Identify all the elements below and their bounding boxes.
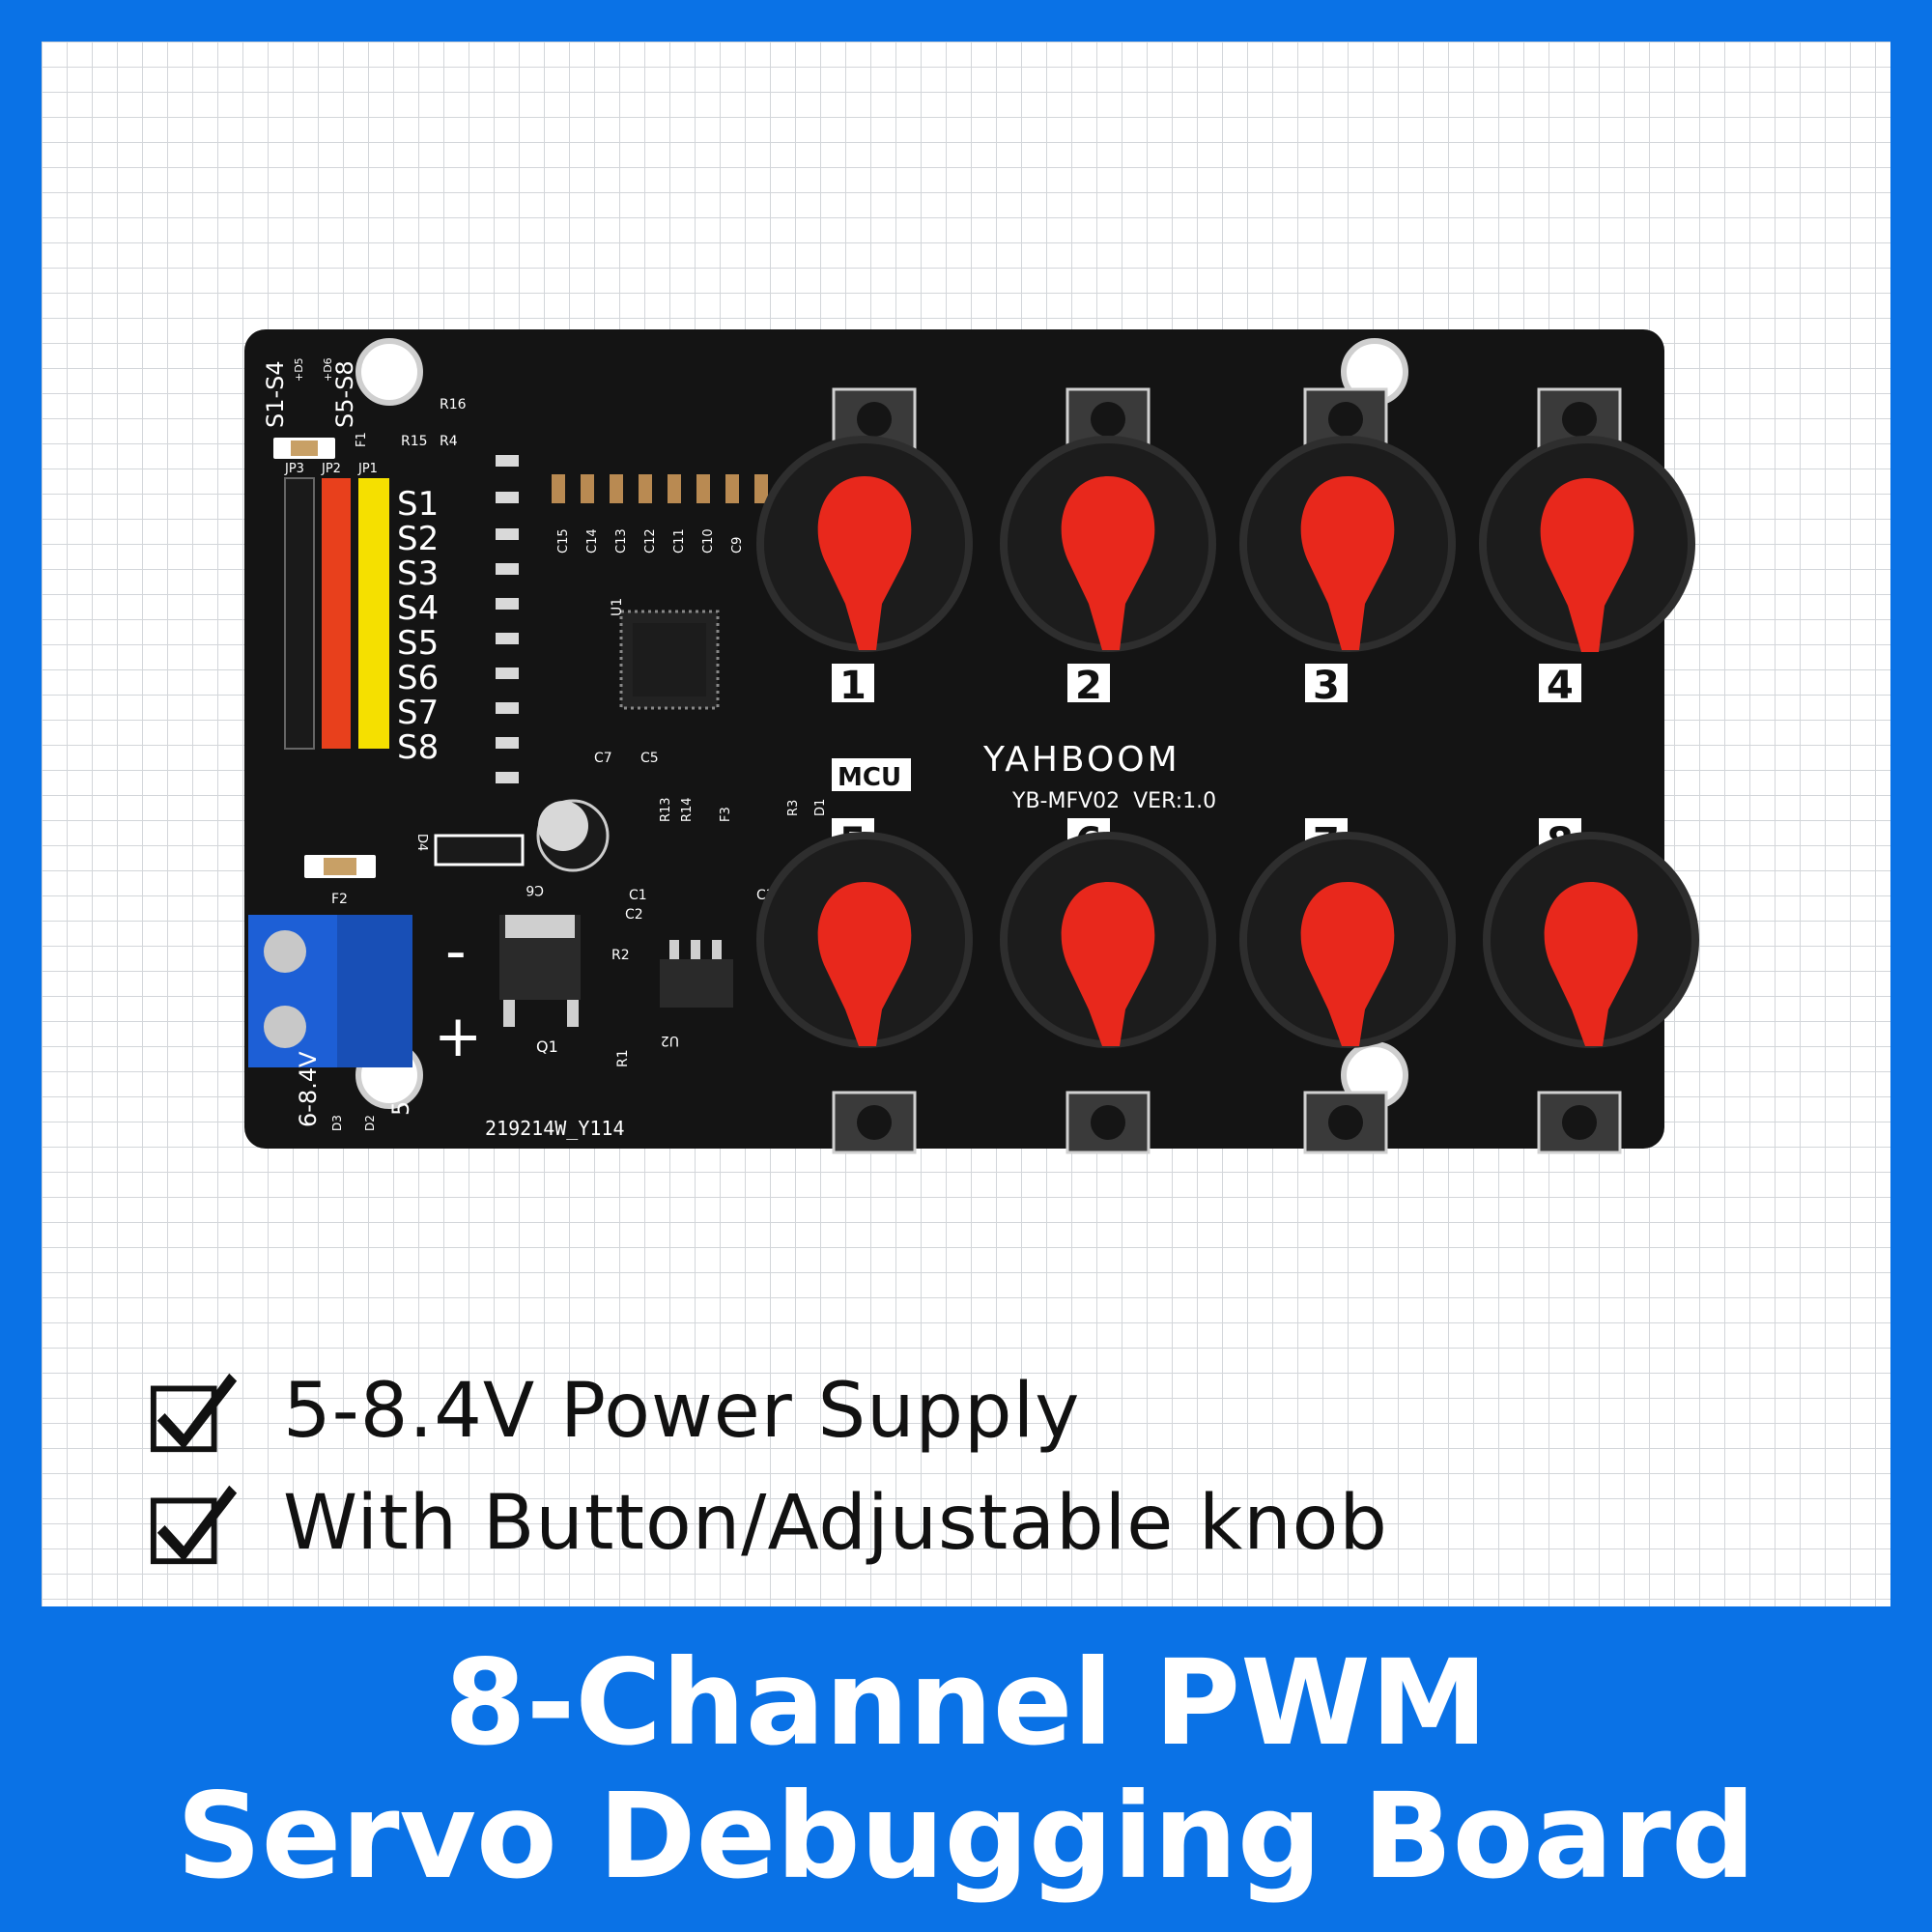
servo-header [284, 477, 389, 750]
knob-7 [1239, 832, 1456, 1048]
brand-logo: YAHBOOM [982, 740, 1180, 780]
model-label: YB-MFV02 VER:1.0 [1011, 789, 1216, 813]
header-label-jp1: JP1 [357, 462, 378, 476]
title-line-2: Servo Debugging Board [176, 1767, 1756, 1905]
capacitor-label: C11 [672, 528, 687, 554]
servo-label: S8 [397, 728, 439, 767]
capacitor-label: C14 [585, 528, 600, 554]
plus-sign: + [434, 1003, 482, 1070]
label-c2: C2 [625, 907, 643, 923]
label-f1: F1 [355, 432, 369, 447]
mcu-label-box [832, 758, 911, 791]
header-label-jp2: JP2 [321, 462, 341, 476]
label-c1: C1 [629, 888, 647, 903]
servo-label: S7 [397, 694, 439, 732]
power-terminal [248, 915, 412, 1067]
knob-3 [1239, 436, 1456, 652]
label-r3: R3 [786, 800, 801, 816]
five-volt-label: 5V [387, 1085, 414, 1116]
mcu-label: MCU [838, 763, 901, 792]
knob-6 [1000, 832, 1216, 1048]
header-label-jp3: JP3 [284, 462, 304, 476]
group-label-s5-s8: S5-S8 [331, 360, 358, 428]
label-u2: U2 [661, 1033, 679, 1048]
feature-list: 5-8.4V Power Supply With Button/Adjustab… [148, 1355, 1388, 1579]
servo-label: S3 [397, 554, 439, 593]
label-d2: D2 [363, 1115, 377, 1131]
capacitor-row [552, 474, 768, 503]
feature-text: With Button/Adjustable knob [283, 1480, 1388, 1567]
label-r15: R15 [401, 434, 428, 449]
knob-4 [1479, 436, 1695, 652]
label-r13: R13 [659, 797, 673, 822]
knob-1 [756, 436, 973, 652]
title-line-1: 8-Channel PWM [443, 1634, 1489, 1772]
capacitor-label: C12 [643, 528, 658, 554]
channel-number: 1 [839, 664, 867, 708]
label-r1: R1 [615, 1049, 631, 1067]
mcu-chip [619, 610, 720, 710]
servo-label: S2 [397, 520, 439, 558]
feature-text: 5-8.4V Power Supply [283, 1368, 1081, 1455]
label-r16: R16 [440, 397, 467, 412]
label-r2: R2 [611, 948, 630, 963]
regulator-u2 [660, 940, 733, 1008]
serial-label: 219214W_Y114 [485, 1117, 625, 1140]
label-c7: C7 [594, 751, 612, 766]
label-f2: F2 [331, 892, 348, 907]
servo-label: S6 [397, 659, 439, 697]
checkbox-checked-icon [150, 1485, 238, 1565]
channel-number: 4 [1547, 664, 1574, 708]
minus-sign: - [445, 918, 467, 985]
checkbox-checked-icon [150, 1373, 238, 1453]
knob-row-bottom [756, 832, 1699, 1048]
label-d1: D1 [813, 799, 828, 816]
feature-item: 5-8.4V Power Supply [148, 1355, 1388, 1467]
product-panel: S1-S4 S5-S8 +D5 +D6 R16 R15 R4 F1 JP3 JP… [42, 42, 1890, 1606]
electrolytic-capacitor [536, 799, 610, 872]
knob-5 [756, 832, 973, 1048]
label-u1: U1 [610, 598, 625, 616]
servo-label: S4 [397, 589, 439, 628]
label-d5: +D5 [293, 357, 305, 382]
capacitor-label: C10 [701, 528, 716, 554]
capacitor-label: C13 [614, 528, 629, 554]
servo-board-photo: S1-S4 S5-S8 +D5 +D6 R16 R15 R4 F1 JP3 JP… [244, 329, 1699, 1154]
label-r4: R4 [440, 434, 458, 449]
capacitor-labels: C15 C14 C13 C12 C11 C10 C9 C8 [556, 528, 774, 554]
label-d3: D3 [330, 1115, 344, 1131]
tactile-button-caps-top [857, 402, 1597, 437]
servo-labels: S1 S2 S3 S4 S5 S6 S7 S8 [397, 485, 439, 767]
servo-label: S5 [397, 624, 439, 663]
channel-number: 3 [1313, 664, 1340, 708]
tactile-button-caps-bottom [857, 1105, 1597, 1140]
title-banner: 8-Channel PWM Servo Debugging Board [0, 1606, 1932, 1932]
knob-row-top [756, 436, 1695, 652]
label-d4: D4 [414, 834, 429, 851]
resistor-column [496, 455, 519, 783]
label-c5: C5 [640, 751, 659, 766]
diode-d4 [434, 834, 525, 867]
power-label: 6-8.4V [295, 1051, 322, 1127]
transistor-q1 [499, 915, 581, 1027]
capacitor-label: C9 [730, 537, 745, 554]
label-f3: F3 [719, 807, 733, 822]
label-d6: +D6 [322, 357, 334, 382]
channel-number: 2 [1075, 664, 1102, 708]
knob-8 [1483, 832, 1699, 1048]
label-q1: Q1 [536, 1037, 558, 1056]
capacitor-label: C15 [556, 528, 571, 554]
knob-2 [1000, 436, 1216, 652]
servo-label: S1 [397, 485, 439, 524]
feature-item: With Button/Adjustable knob [148, 1467, 1388, 1579]
group-label-s1-s4: S1-S4 [262, 360, 289, 428]
label-r14: R14 [680, 797, 695, 822]
label-c6: C6 [526, 882, 544, 897]
